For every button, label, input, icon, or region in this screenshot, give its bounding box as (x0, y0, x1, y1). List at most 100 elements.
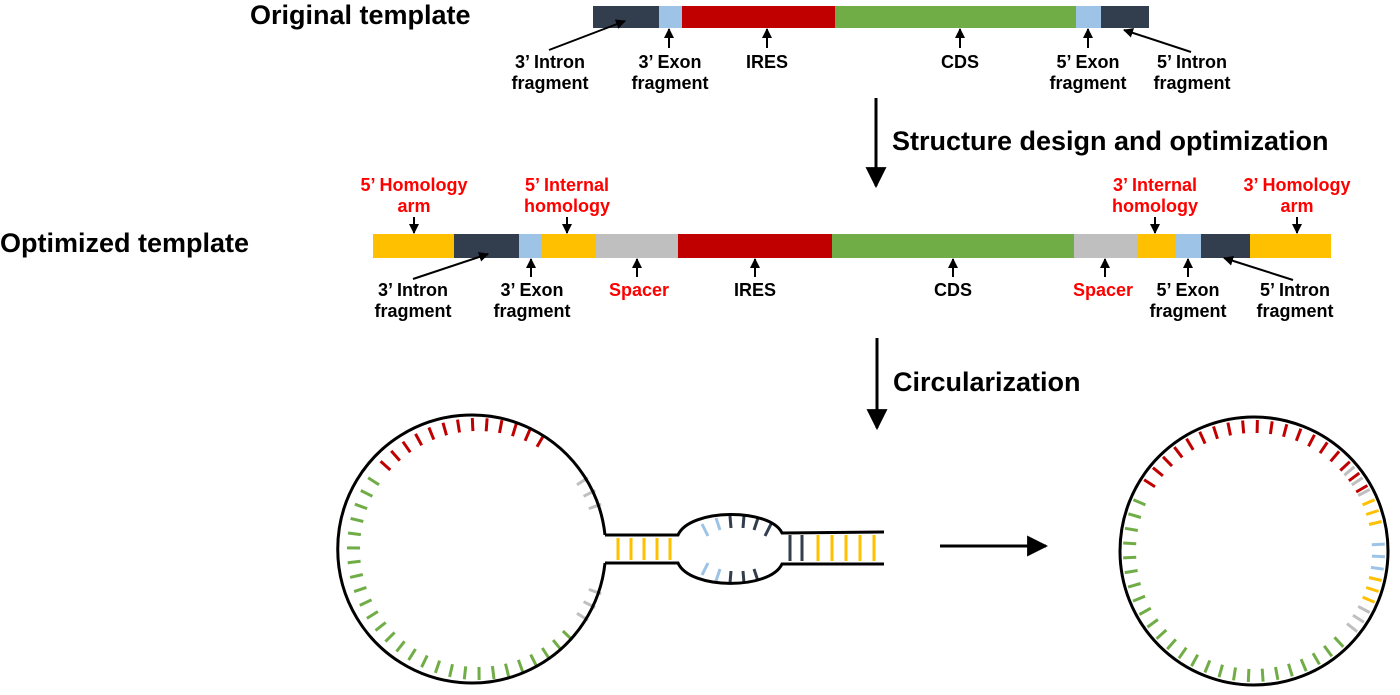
opt-spacer-left-segment (596, 234, 678, 258)
cds-tick (1123, 541, 1137, 546)
opt-homology5-segment (373, 234, 454, 258)
cds-tick (374, 621, 387, 632)
intron-tick (763, 523, 773, 537)
orig-intron3-segment (593, 6, 659, 28)
orig-intron5-arrow (1123, 28, 1192, 53)
cds-tick (1132, 498, 1146, 507)
cds-tick (1127, 512, 1142, 519)
ires-tick (390, 449, 401, 462)
cds-tick (462, 666, 468, 680)
opt-cds-segment (832, 234, 1074, 258)
cds-tick (1190, 653, 1200, 667)
cds-tick (1287, 663, 1294, 677)
orig-exon3-segment (659, 6, 682, 28)
cds-tick (1138, 606, 1152, 616)
ires-tick (427, 426, 436, 441)
intron-tick (741, 515, 746, 529)
cds-tick (1166, 638, 1177, 651)
stem-lower-strand (605, 561, 884, 585)
stem-base-pair-ticks (616, 515, 876, 584)
cds-tick (1246, 668, 1251, 682)
homology-tick (1368, 576, 1382, 582)
opt-homology3-label-1: 3’ Homology (1243, 175, 1350, 195)
intron-tick (728, 515, 733, 529)
orig-exon5-label-1: 5’ Exon (1056, 52, 1119, 72)
cds-tick (1311, 652, 1321, 666)
orig-ires-segment (682, 6, 835, 28)
cds-tick (1127, 582, 1142, 589)
opt-spacer-right-label: Spacer (1073, 280, 1133, 300)
ires-tick (1294, 428, 1303, 442)
ires-tick (1161, 455, 1174, 468)
ires-tick (1226, 422, 1232, 436)
ires-tick (535, 434, 545, 448)
opt-homology3-segment (1250, 234, 1331, 258)
cds-tick (367, 476, 380, 486)
optimized-template-bar (373, 234, 1331, 258)
homology-tick (1362, 498, 1376, 507)
opt-intron3-arrow (412, 252, 489, 280)
ires-tick (414, 433, 424, 447)
homology-tick (1368, 520, 1382, 526)
ires-tick (1282, 423, 1289, 438)
orig-intron5-label-2: fragment (1153, 73, 1230, 93)
spacer-tick (1350, 476, 1364, 487)
stem-upper-strand (605, 513, 885, 537)
opt-spacer-left-label: Spacer (609, 280, 669, 300)
cds-tick (420, 654, 429, 668)
orig-intron5-segment (1101, 6, 1149, 28)
pre-splice-circle-outline (336, 413, 607, 685)
cds-tick (448, 663, 454, 678)
opt-internal3-segment (1138, 234, 1176, 258)
ires-tick (484, 418, 489, 432)
cds-tick (529, 653, 538, 667)
opt-exon5-label-2: fragment (1149, 301, 1226, 321)
cds-tick (395, 640, 406, 653)
cds-tick (1155, 628, 1168, 640)
original-template-title: Original template (250, 0, 471, 30)
cds-tick (541, 647, 551, 660)
ires-tick (1151, 466, 1164, 478)
ires-tick (1241, 420, 1246, 434)
orig-intron3-label-1: 3’ Intron (515, 52, 585, 72)
ires-tick (1339, 460, 1351, 472)
original-labels: 3’ Intron fragment 3’ Exon fragment IRES… (511, 52, 1230, 93)
exon-tick (1371, 554, 1385, 559)
cds-tick (1333, 636, 1345, 648)
spacer-tick (1343, 465, 1356, 477)
cds-tick (360, 489, 374, 498)
ires-tick (401, 440, 412, 454)
homology-tick (1362, 595, 1376, 604)
cds-tick (490, 665, 496, 680)
orig-ires-label: IRES (746, 52, 788, 72)
cds-tick (1146, 618, 1159, 629)
opt-ires-label: IRES (734, 280, 776, 300)
orig-exon5-label-2: fragment (1049, 73, 1126, 93)
opt-intron5-segment (1201, 234, 1250, 258)
optimized-bottom-labels: 3’ Intron fragment 3’ Exon fragment Spac… (374, 280, 1333, 321)
intron-tick (752, 517, 760, 531)
circular-rna-ticks (1123, 419, 1385, 682)
exon-tick (1370, 565, 1384, 571)
opt-exon3-label-1: 3’ Exon (500, 280, 563, 300)
ires-tick (1355, 484, 1369, 494)
opt-exon3-label-2: fragment (493, 301, 570, 321)
opt-homology3-label-2: arm (1280, 196, 1313, 216)
cds-tick (1124, 526, 1139, 532)
optimized-top-labels: 5’ Homology arm 5’ Internal homology 3’ … (360, 175, 1350, 216)
cds-tick (407, 648, 417, 661)
orig-exon5-segment (1076, 6, 1101, 28)
cds-tick (354, 502, 368, 511)
homology-tick (1365, 509, 1380, 516)
orig-intron3-label-2: fragment (511, 73, 588, 93)
pre-splice-circle-ticks (346, 418, 602, 681)
cds-tick (1132, 594, 1146, 603)
orig-exon3-label-2: fragment (631, 73, 708, 93)
cds-tick (1123, 555, 1137, 560)
ires-tick (1329, 450, 1341, 463)
ires-tick (1185, 437, 1195, 451)
cds-tick (349, 573, 364, 579)
cds-tick (1203, 659, 1212, 674)
step2-label: Circularization (893, 367, 1081, 397)
